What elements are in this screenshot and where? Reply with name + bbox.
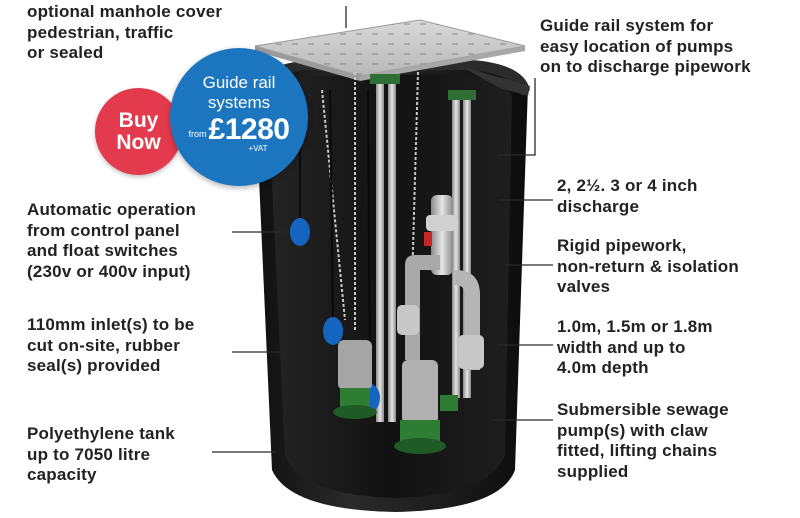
label-guide-rail: Guide rail system for easy location of p… <box>540 16 751 78</box>
label-guide-rail-line1: Guide rail system for <box>540 16 714 35</box>
discharge-pipework <box>397 195 484 370</box>
label-tank-line3: capacity <box>27 465 97 484</box>
label-discharge: 2, 2½. 3 or 4 inch discharge <box>557 176 698 217</box>
label-automatic-line1: Automatic operation <box>27 200 197 219</box>
label-pipework: Rigid pipework, non-return & isolation v… <box>557 236 739 298</box>
label-manhole-cover: optional manhole cover pedestrian, traff… <box>27 2 222 64</box>
leader-lines <box>212 6 553 453</box>
label-inlet: 110mm inlet(s) to be cut on-site, rubber… <box>27 315 194 377</box>
label-discharge-line1: 2, 2½. 3 or 4 inch <box>557 176 698 195</box>
label-pipework-line1: Rigid pipework, <box>557 236 687 255</box>
label-inlet-line2: cut on-site, rubber <box>27 335 181 355</box>
label-pump: Submersible sewage pump(s) with claw fit… <box>557 400 729 482</box>
label-automatic-line3: and float switches <box>27 241 178 260</box>
price-badge-title2: systems <box>207 93 271 112</box>
label-dimensions: 1.0m, 1.5m or 1.8m width and up to 4.0m … <box>557 317 713 379</box>
label-pipework-line2: non-return & isolation <box>557 256 739 276</box>
label-automatic-line2: from control panel <box>27 220 180 240</box>
label-inlet-line3: seal(s) provided <box>27 356 161 375</box>
label-guide-rail-line2: easy location of pumps <box>540 36 734 56</box>
label-manhole-line3: or sealed <box>27 43 104 62</box>
label-pump-line4: supplied <box>557 461 629 481</box>
guide-rails <box>370 74 476 422</box>
buy-now-line2: Now <box>116 130 161 154</box>
label-discharge-line2: discharge <box>557 196 640 216</box>
manhole-cover <box>254 19 526 81</box>
label-manhole-line1: optional manhole cover <box>27 2 223 21</box>
label-dimensions-line3: 4.0m depth <box>557 358 649 377</box>
label-dimensions-line2: width and up to <box>557 337 686 357</box>
price-row: from £1280 <box>189 115 290 145</box>
price-badge-title1: Guide rail <box>202 73 276 92</box>
label-pump-line2: pump(s) with claw <box>557 420 708 440</box>
label-tank: Polyethylene tank up to 7050 litre capac… <box>27 424 175 486</box>
price-vat: +VAT <box>248 144 268 153</box>
submersible-pumps <box>333 340 458 454</box>
label-tank-line2: up to 7050 litre <box>27 444 151 464</box>
label-automatic-operation: Automatic operation from control panel a… <box>27 200 196 282</box>
label-inlet-line1: 110mm inlet(s) to be <box>27 315 195 334</box>
buy-now-line1: Buy <box>118 108 159 132</box>
label-dimensions-line1: 1.0m, 1.5m or 1.8m <box>557 317 713 336</box>
label-guide-rail-line3: on to discharge pipework <box>540 57 751 76</box>
label-pipework-line3: valves <box>557 277 611 296</box>
label-manhole-line2: pedestrian, traffic <box>27 22 174 42</box>
label-pump-line1: Submersible sewage <box>557 400 729 419</box>
label-tank-line1: Polyethylene tank <box>27 424 175 443</box>
label-automatic-line4: (230v or 400v input) <box>27 261 191 281</box>
price-value: £1280 <box>208 113 290 146</box>
buy-now-button[interactable]: Buy Now <box>95 88 182 175</box>
price-from: from <box>188 129 207 139</box>
label-pump-line3: fitted, lifting chains <box>557 441 718 460</box>
guide-rail-price-badge[interactable]: Guide rail systems from £1280 +VAT <box>170 48 308 186</box>
